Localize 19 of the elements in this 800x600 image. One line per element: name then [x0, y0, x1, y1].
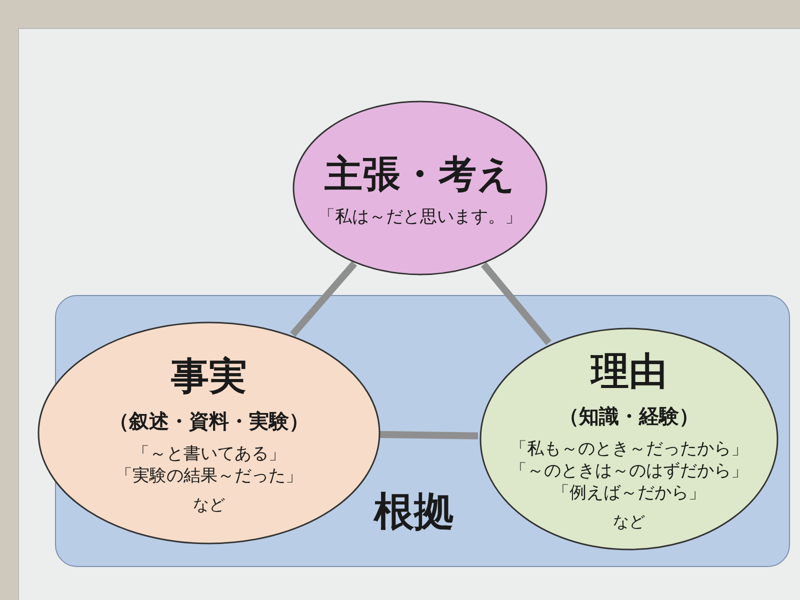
heading: 事実 [171, 352, 247, 400]
quote-text: 「～と書いてある」 [132, 442, 286, 464]
ellipse-node [292, 100, 548, 276]
band-label: 根拠 [374, 488, 454, 537]
quote-text: 「例えば～だから」 [552, 482, 706, 504]
note-text: など [613, 512, 645, 532]
heading: 理由 [591, 348, 667, 394]
quote-text: 「実験の結果～だった」 [116, 464, 302, 486]
subheading: （叙述・資料・実験） [109, 408, 309, 434]
connector-line [290, 261, 358, 337]
ellipse-node [479, 327, 779, 551]
note-text: など [193, 494, 225, 516]
quote-text: 「～のときは～のはずだから」 [510, 460, 748, 482]
heading: 主張・考え [324, 150, 516, 198]
quote-text: 「私も～のとき～だったから」 [510, 438, 748, 460]
connector-line [480, 262, 552, 346]
quote-text: 「私は～だと思います。」 [318, 206, 522, 228]
connector-line [380, 431, 478, 440]
subheading: （知識・経験） [559, 402, 699, 430]
